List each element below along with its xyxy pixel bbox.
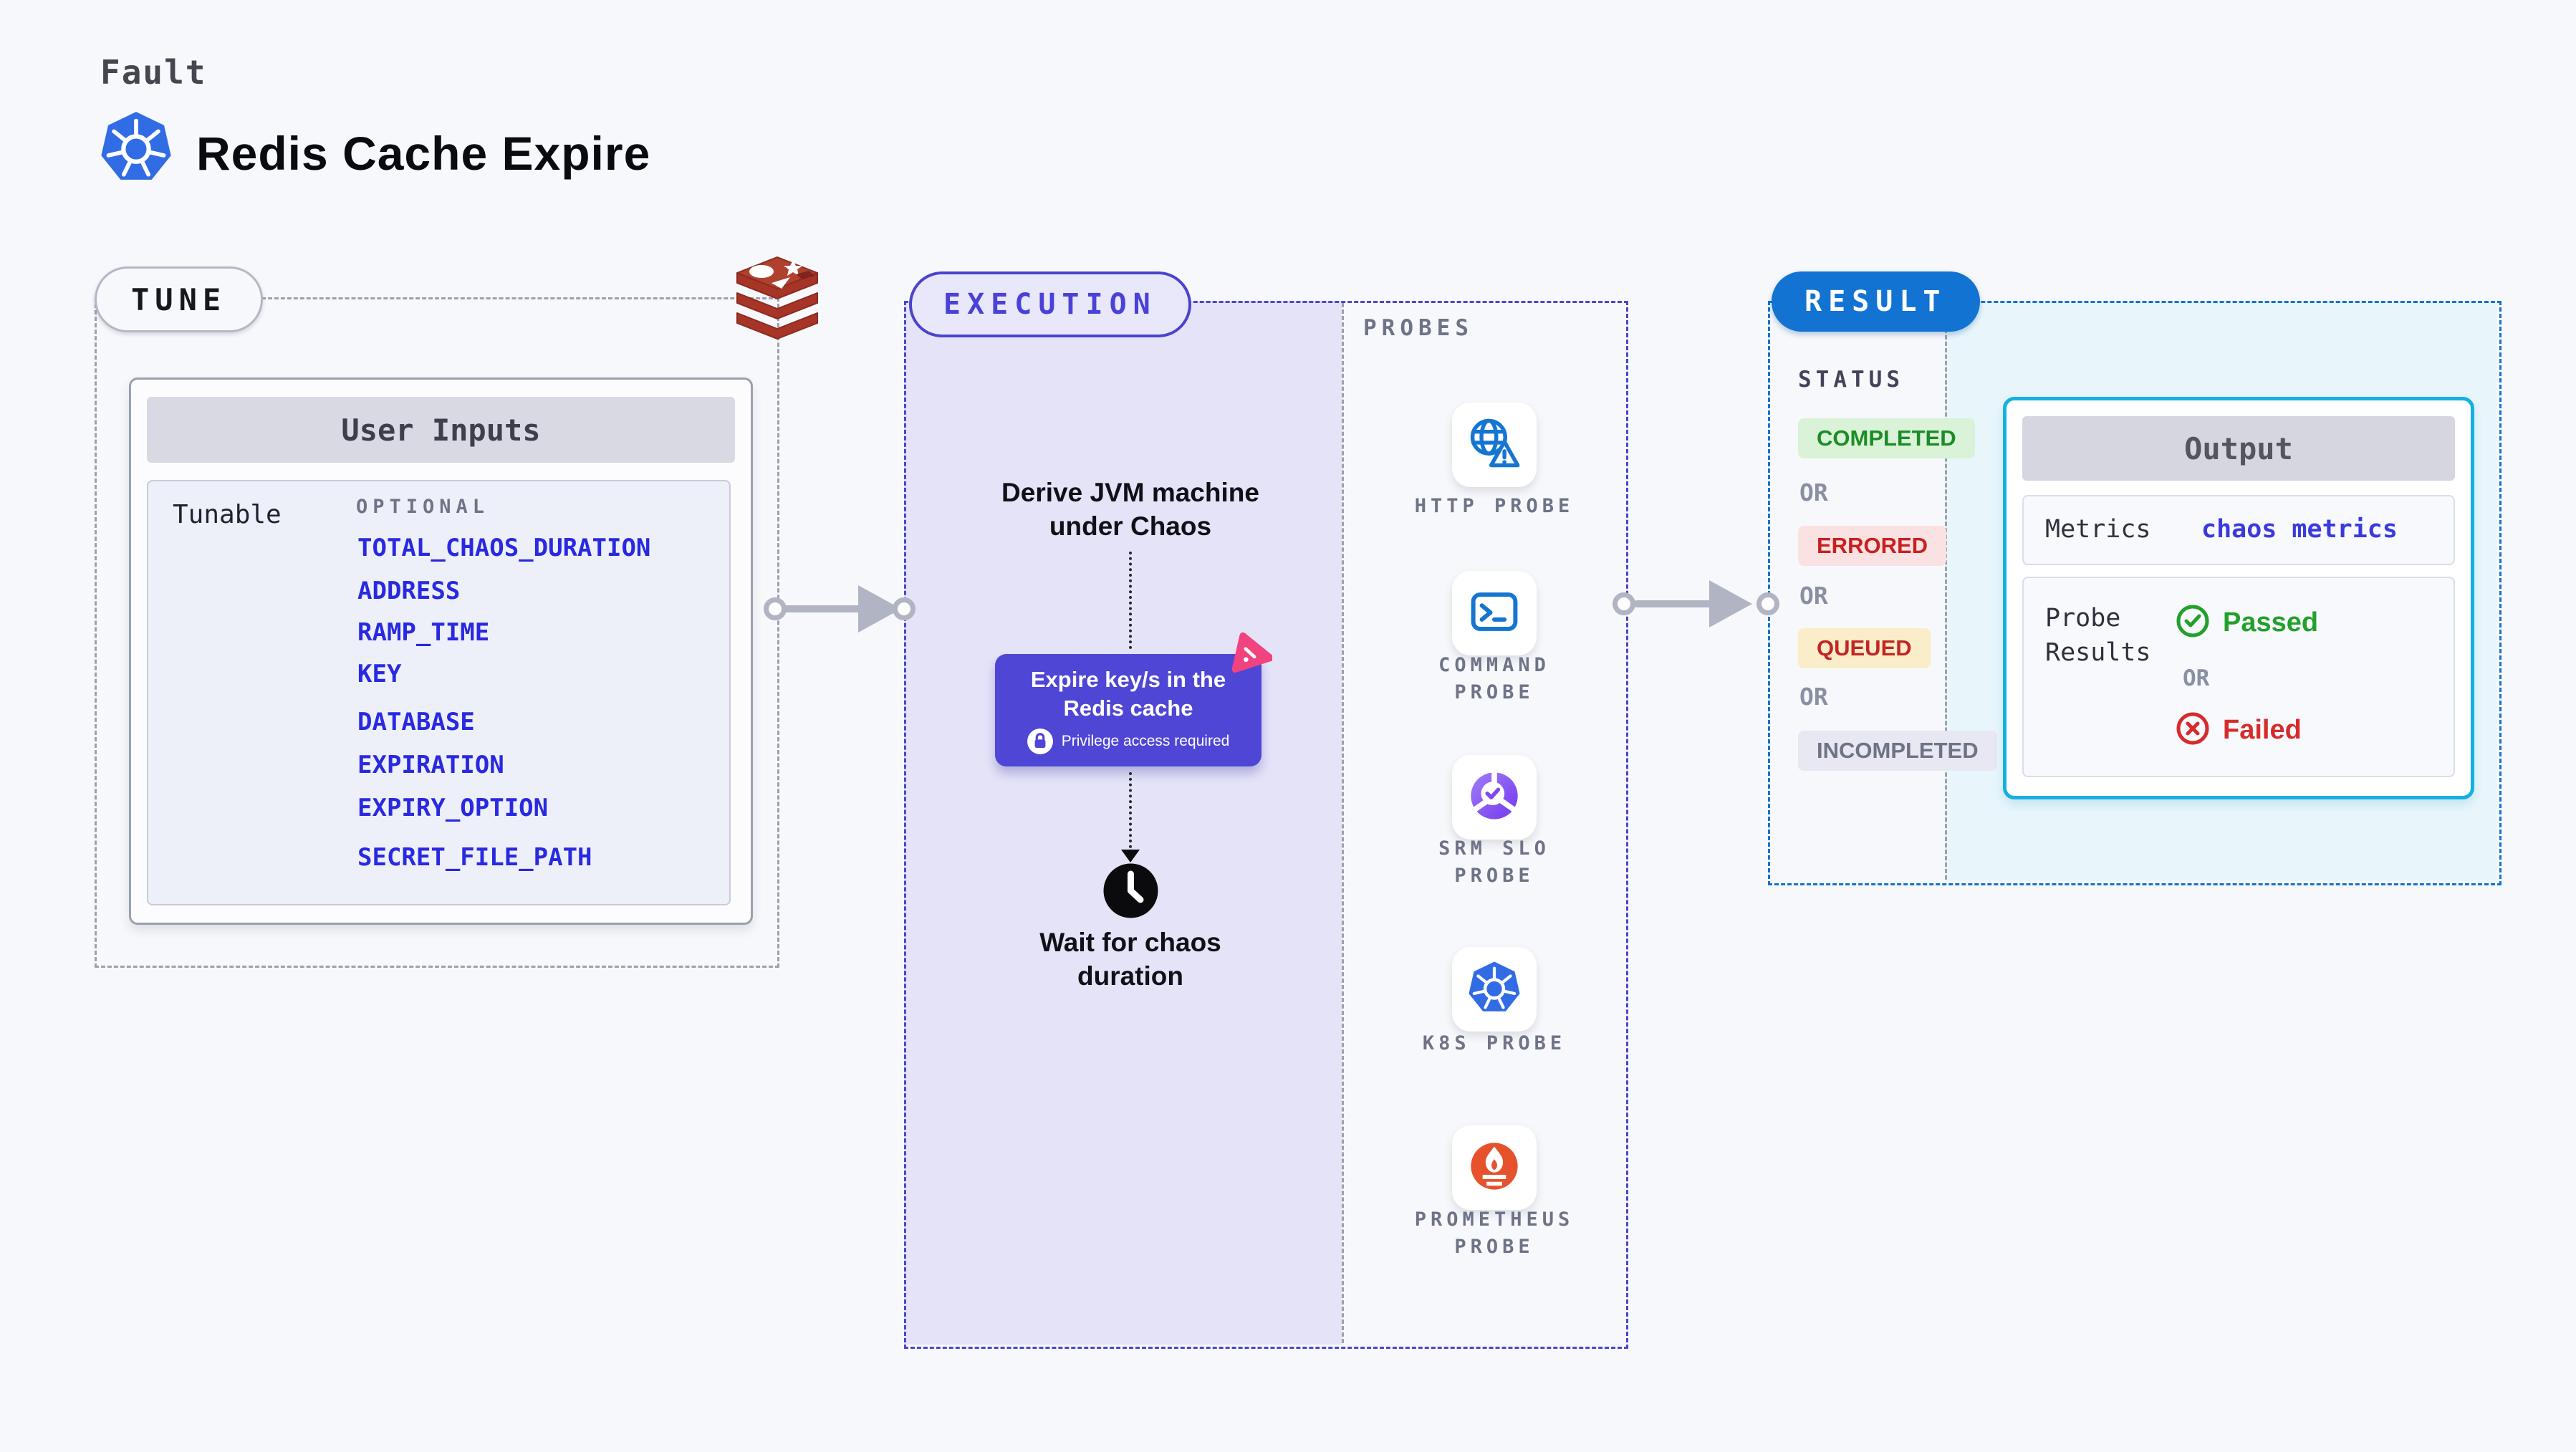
arrow-execution-to-result-head: [1709, 580, 1752, 628]
execution-pill: EXECUTION: [909, 271, 1191, 337]
tunable-panel: Tunable OPTIONAL TOTAL_CHAOS_DURATION AD…: [147, 480, 731, 905]
clock-icon: [1102, 862, 1159, 919]
failed-result: Failed: [2176, 711, 2302, 749]
redis-icon: [730, 251, 825, 340]
tune-section-border: [95, 297, 779, 968]
privilege-note: Privilege access required: [1061, 733, 1230, 749]
tune-pill-label: TUNE: [131, 282, 227, 317]
passed-label: Passed: [2223, 607, 2319, 638]
kubernetes-icon: [99, 110, 173, 185]
wait-step-text: Wait for chaos duration: [1039, 928, 1221, 991]
metrics-label: Metrics: [2045, 515, 2151, 544]
lock-icon: [1027, 729, 1053, 754]
http-probe-label: HTTP PROBE: [1414, 495, 1575, 517]
result-pill: RESULT: [1772, 271, 1980, 332]
privilege-row: Privilege access required: [995, 729, 1261, 754]
chaos-logo-icon: [1225, 630, 1274, 676]
probes-title: PROBES: [1363, 315, 1474, 341]
arrow-tune-to-execution: [782, 605, 867, 612]
or-label: OR: [1799, 479, 1828, 506]
arrow-execution-to-result: [1633, 600, 1718, 607]
probe-results-row: Probe Results Passed OR: [2022, 577, 2455, 777]
param-address[interactable]: ADDRESS: [357, 577, 461, 605]
http-probe-card: [1452, 403, 1537, 487]
execution-pill-label: EXECUTION: [943, 288, 1157, 321]
metrics-value: chaos metrics: [2201, 515, 2398, 544]
kubernetes-icon: [1467, 961, 1522, 1019]
connector-node: [893, 597, 915, 620]
prometheus-probe-label: PROMETHEUS PROBE: [1414, 1208, 1575, 1258]
param-secret-file-path[interactable]: SECRET_FILE_PATH: [357, 843, 592, 872]
failed-label: Failed: [2223, 715, 2302, 745]
result-pill-label: RESULT: [1804, 285, 1947, 318]
or-label: OR: [1799, 683, 1828, 711]
chaos-action-card: Expire key/s in the Redis cache Privileg…: [995, 654, 1261, 766]
probe-results-label: Probe Results: [2045, 604, 2151, 667]
check-circle-icon: [2176, 604, 2210, 642]
or-label: OR: [2183, 665, 2210, 691]
status-badge-completed: COMPLETED: [1798, 418, 1975, 458]
status-title: STATUS: [1798, 367, 1904, 393]
derive-step-text: Derive JVM machine under Chaos: [1001, 478, 1259, 541]
connector-node: [1613, 592, 1635, 615]
srm-slo-probe-card: [1452, 755, 1537, 840]
prometheus-probe-card: [1452, 1125, 1537, 1210]
status-badge-incompleted: INCOMPLETED: [1798, 731, 1997, 771]
slo-donut-check-icon: [1468, 769, 1521, 826]
param-total-chaos-duration[interactable]: TOTAL_CHAOS_DURATION: [357, 534, 651, 562]
param-expiration[interactable]: EXPIRATION: [357, 751, 504, 779]
output-title: Output: [2184, 431, 2293, 466]
page-title: Redis Cache Expire: [196, 127, 651, 180]
metrics-row: Metrics chaos metrics: [2022, 495, 2455, 565]
terminal-icon: [1468, 585, 1521, 642]
dotted-connector: [1129, 772, 1132, 848]
fault-kicker: Fault: [100, 53, 207, 92]
passed-result: Passed: [2176, 604, 2318, 642]
output-card: Output Metrics chaos metrics Probe Resul…: [2003, 397, 2474, 799]
output-header: Output: [2022, 416, 2455, 481]
param-ramp-time[interactable]: RAMP_TIME: [357, 618, 490, 647]
user-inputs-card: User Inputs Tunable OPTIONAL TOTAL_CHAOS…: [129, 378, 753, 925]
status-badge-errored: ERRORED: [1798, 526, 1947, 566]
tune-pill: TUNE: [95, 266, 264, 332]
tunable-label: Tunable: [173, 500, 282, 529]
command-probe-card: [1452, 571, 1537, 655]
dotted-connector: [1129, 552, 1132, 649]
x-circle-icon: [2176, 711, 2210, 749]
or-label: OR: [1799, 582, 1828, 610]
param-key[interactable]: KEY: [357, 660, 402, 688]
connector-node: [1756, 592, 1779, 615]
dotted-connector-arrowhead: [1121, 850, 1140, 862]
param-expiry-option[interactable]: EXPIRY_OPTION: [357, 794, 549, 822]
globe-alert-icon: [1468, 417, 1521, 473]
execution-probes-divider: [1342, 303, 1344, 1343]
user-inputs-header: User Inputs: [147, 397, 735, 463]
k8s-probe-card: [1452, 947, 1537, 1032]
execution-zone-fill: [904, 301, 1342, 1345]
connector-node: [764, 597, 787, 620]
chaos-action-text: Expire key/s in the Redis cache: [1030, 667, 1226, 721]
optional-label: OPTIONAL: [356, 496, 490, 518]
status-badge-queued: QUEUED: [1798, 628, 1931, 668]
command-probe-label: COMMAND PROBE: [1438, 654, 1550, 703]
k8s-probe-label: K8S PROBE: [1422, 1032, 1567, 1054]
param-database[interactable]: DATABASE: [357, 708, 475, 736]
user-inputs-title: User Inputs: [341, 412, 541, 448]
prometheus-flame-icon: [1468, 1140, 1521, 1196]
execution-section-border: [904, 301, 1628, 1349]
srm-slo-probe-label: SRM SLO PROBE: [1438, 837, 1550, 887]
result-status-divider: [1945, 303, 1947, 880]
